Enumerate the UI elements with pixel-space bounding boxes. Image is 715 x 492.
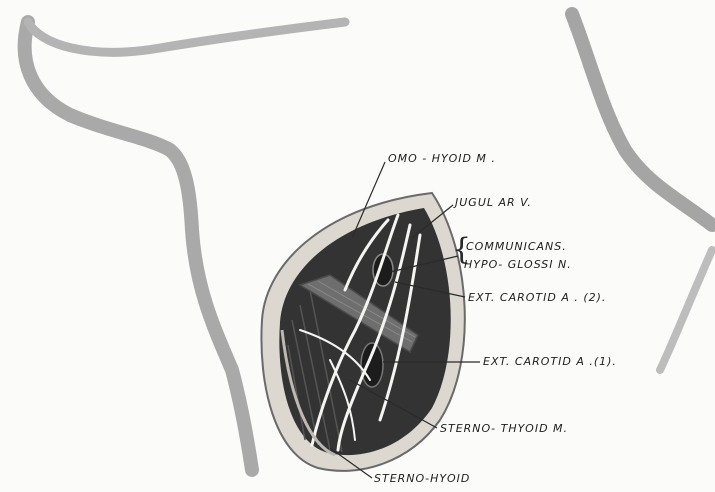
shoulder-lower-outline	[660, 250, 712, 370]
label-hypo-glossi: HYPO- GLOSSI N.	[464, 258, 572, 271]
label-ext-carotid-1: EXT. CAROTID A .(1).	[483, 355, 617, 368]
label-sterno-hyoid: STERNO-HYOID	[374, 472, 470, 485]
label-jugular-vein: JUGUL AR V.	[455, 196, 532, 209]
shoulder-outline	[572, 14, 712, 225]
label-sterno-thyoid: STERNO- THYOID M.	[440, 422, 568, 435]
jaw-outline	[25, 22, 252, 470]
label-omo-hyoid: OMO - HYOID M .	[388, 152, 496, 165]
label-communicans: COMMUNICANS.	[466, 240, 567, 253]
label-ext-carotid-2: EXT. CAROTID A . (2).	[468, 291, 606, 304]
artery-lower	[361, 343, 383, 387]
chin-outline	[28, 22, 345, 52]
